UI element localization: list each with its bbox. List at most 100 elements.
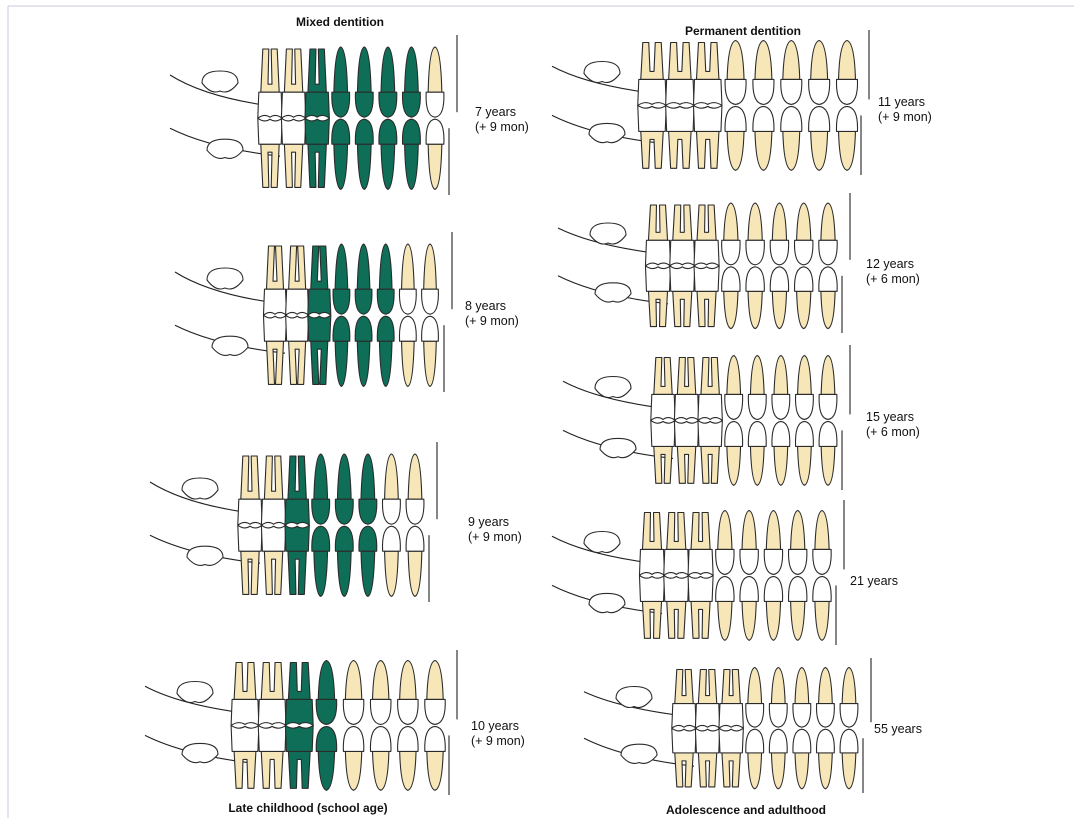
age-label: 12 years xyxy=(866,257,914,271)
stage-21-years xyxy=(552,500,844,645)
age-label: 11 years xyxy=(878,95,925,109)
tooth xyxy=(740,576,758,640)
tooth xyxy=(666,43,694,106)
tooth xyxy=(781,106,802,170)
stage-12-years xyxy=(558,193,850,333)
tooth xyxy=(263,246,286,315)
primary-tooth xyxy=(377,316,394,386)
tooth xyxy=(261,525,285,594)
tooth xyxy=(772,421,790,485)
tooth xyxy=(238,525,262,594)
tooth xyxy=(795,203,813,265)
tooth-bud xyxy=(212,336,248,355)
tooth xyxy=(819,203,837,265)
age-label: 8 years xyxy=(465,299,506,313)
primary-tooth xyxy=(377,244,394,314)
tooth xyxy=(370,661,391,725)
tooth xyxy=(725,356,743,420)
primary-tooth xyxy=(359,526,377,596)
stage-15-years xyxy=(563,345,850,490)
tooth xyxy=(698,358,722,421)
tooth xyxy=(370,726,391,790)
tooth xyxy=(840,668,858,728)
tooth-bud xyxy=(202,71,238,92)
primary-tooth xyxy=(355,244,372,314)
tooth xyxy=(286,246,309,315)
tooth xyxy=(406,526,424,596)
primary-tooth xyxy=(285,525,309,594)
tooth-bud xyxy=(584,532,620,553)
tooth xyxy=(638,105,666,168)
primary-tooth xyxy=(335,454,353,524)
tooth xyxy=(770,267,788,329)
tooth xyxy=(746,668,764,728)
age-note: (+ 9 mon) xyxy=(468,530,522,544)
tooth xyxy=(382,454,400,524)
primary-tooth xyxy=(402,119,420,189)
tooth xyxy=(764,576,782,640)
tooth xyxy=(263,315,286,384)
tooth xyxy=(258,49,282,118)
stage-9-years xyxy=(150,442,437,602)
tooth xyxy=(422,316,439,386)
tooth xyxy=(813,576,831,640)
tooth xyxy=(639,513,664,576)
tooth xyxy=(819,356,837,420)
tooth xyxy=(746,729,764,789)
tooth xyxy=(793,729,811,789)
tooth xyxy=(722,203,740,265)
tooth xyxy=(836,41,857,105)
primary-tooth xyxy=(312,454,330,524)
tooth xyxy=(664,513,689,576)
tooth xyxy=(670,266,695,327)
tooth-bud xyxy=(177,682,213,703)
stage-10-years xyxy=(145,650,457,795)
age-label: 9 years xyxy=(468,515,509,529)
tooth xyxy=(809,106,830,170)
tooth xyxy=(795,356,813,420)
tooth xyxy=(281,118,305,187)
tooth xyxy=(693,43,721,106)
primary-tooth xyxy=(308,246,331,315)
tooth xyxy=(746,203,764,265)
age-label: 7 years xyxy=(475,105,516,119)
tooth xyxy=(231,663,259,726)
tooth xyxy=(645,266,670,327)
tooth xyxy=(674,358,698,421)
tooth xyxy=(695,670,719,729)
tooth xyxy=(281,49,305,118)
tooth xyxy=(688,575,713,638)
age-note: (+ 6 mon) xyxy=(866,425,920,439)
tooth xyxy=(748,356,766,420)
tooth-bud xyxy=(207,268,243,289)
tooth xyxy=(638,43,666,106)
tooth xyxy=(725,41,746,105)
tooth xyxy=(836,106,857,170)
stage-55-years xyxy=(584,658,871,793)
tooth xyxy=(426,119,444,189)
tooth xyxy=(645,205,670,266)
tooth xyxy=(399,244,416,314)
tooth-bud xyxy=(595,377,631,398)
tooth xyxy=(769,729,787,789)
tooth xyxy=(770,203,788,265)
tooth-bud xyxy=(182,743,218,762)
age-note: (+ 9 mon) xyxy=(878,110,932,124)
primary-tooth xyxy=(359,454,377,524)
tooth xyxy=(639,575,664,638)
header-permanent-dentition: Permanent dentition xyxy=(685,24,801,38)
tooth-bud xyxy=(589,123,625,142)
tooth xyxy=(764,511,782,575)
tooth xyxy=(398,726,419,790)
tooth xyxy=(258,725,286,788)
stage-11-years xyxy=(552,30,869,175)
tooth xyxy=(261,456,285,525)
tooth xyxy=(258,663,286,726)
tooth xyxy=(399,316,416,386)
tooth-bud xyxy=(621,744,657,763)
tooth xyxy=(819,421,837,485)
tooth-bud xyxy=(182,478,218,499)
tooth xyxy=(746,267,764,329)
tooth xyxy=(425,726,446,790)
primary-tooth xyxy=(285,456,309,525)
